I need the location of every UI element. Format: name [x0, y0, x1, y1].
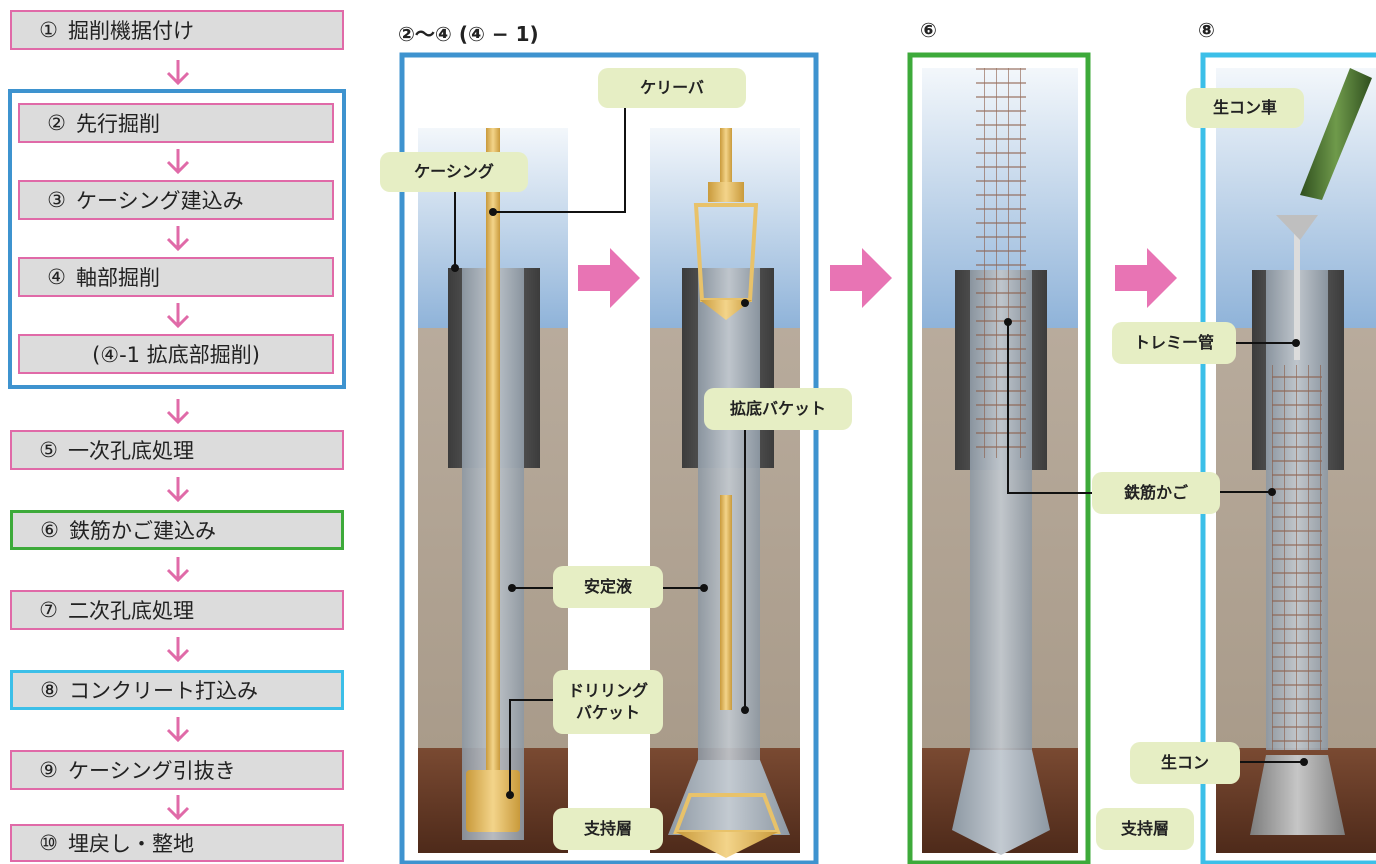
step-8: ⑧ コンクリート打込み [10, 670, 344, 710]
step-group-blue-frame [8, 89, 346, 389]
step-1: ① 掘削機据付け [10, 10, 344, 50]
leader-lines [454, 105, 1304, 795]
label-mixer-truck: 生コン車 [1186, 88, 1304, 128]
step-label: 先行掘削 [76, 112, 160, 136]
leader-dots [451, 208, 1308, 799]
frame-concrete [1200, 52, 1376, 864]
label-stabilizing-fluid: 安定液 [553, 566, 663, 608]
down-arrow-icon [166, 557, 190, 583]
step-label: コンクリート打込み [69, 679, 258, 703]
next-step-arrow-icon [578, 248, 640, 308]
step-9: ⑨ ケーシング引抜き [10, 750, 344, 790]
step-7: ⑦ 二次孔底処理 [10, 590, 344, 630]
frame-excavation [399, 52, 819, 864]
step-3: ③ ケーシング建込み [18, 180, 334, 220]
frame-rebar [907, 52, 1091, 864]
section-title-concrete: ⑧ [1198, 18, 1215, 42]
step-number: ④ [47, 265, 66, 289]
label-reaming-bucket: 拡底バケット [704, 388, 852, 430]
label-bearing-layer: 支持層 [553, 808, 663, 850]
step-number: ⑨ [39, 758, 58, 782]
step-number: ② [47, 111, 66, 135]
down-arrow-icon [166, 399, 190, 425]
step-number: ⑦ [39, 598, 58, 622]
step-label: ケーシング引抜き [68, 759, 236, 783]
step-number: ⑥ [40, 518, 59, 542]
label-fresh-concrete: 生コン [1130, 742, 1240, 784]
panel-drilling [418, 128, 568, 853]
down-arrow-icon [166, 303, 190, 329]
down-arrow-icon [166, 795, 190, 821]
down-arrow-icon [166, 226, 190, 252]
step-number: ③ [47, 188, 66, 212]
step-label: 軸部掘削 [76, 266, 160, 290]
label-kelly-bar: ケリーバ [598, 68, 746, 108]
step-number: ⑧ [40, 678, 59, 702]
step-label: ケーシング建込み [76, 189, 244, 213]
label-casing: ケーシング [380, 152, 528, 192]
down-arrow-icon [166, 477, 190, 503]
down-arrow-icon [166, 717, 190, 743]
down-arrow-icon [166, 60, 190, 86]
section-title-rebar: ⑥ [920, 18, 937, 42]
step-label: 鉄筋かご建込み [69, 519, 216, 543]
label-tremie-pipe: トレミー管 [1112, 322, 1236, 364]
step-label: (④-1 拡底部掘削) [92, 343, 260, 367]
label-bearing-layer: 支持層 [1096, 808, 1194, 850]
next-step-arrow-icon [830, 248, 892, 308]
panel-rebar-cage [922, 68, 1078, 855]
label-rebar-cage: 鉄筋かご [1092, 472, 1220, 514]
step-number: ① [39, 18, 58, 42]
panel-concrete-pour [1216, 68, 1376, 853]
step-4-1: (④-1 拡底部掘削) [18, 334, 334, 374]
panel-reaming [650, 128, 800, 858]
label-drilling-bucket: ドリリング バケット [553, 670, 663, 734]
step-4: ④ 軸部掘削 [18, 257, 334, 297]
down-arrow-icon [166, 637, 190, 663]
step-number: ⑤ [39, 438, 58, 462]
step-10: ⑩ 埋戻し・整地 [10, 824, 344, 862]
step-2: ② 先行掘削 [18, 103, 334, 143]
step-label: 二次孔底処理 [68, 599, 194, 623]
step-label: 一次孔底処理 [68, 439, 194, 463]
step-5: ⑤ 一次孔底処理 [10, 430, 344, 470]
down-arrow-icon [166, 149, 190, 175]
step-6: ⑥ 鉄筋かご建込み [10, 510, 344, 550]
step-label: 掘削機据付け [68, 19, 194, 43]
step-label: 埋戻し・整地 [68, 832, 194, 856]
next-step-arrow-icon [1115, 248, 1177, 308]
section-title-excavation: ②〜④ (④ − 1) [398, 22, 539, 46]
step-number: ⑩ [39, 831, 58, 855]
